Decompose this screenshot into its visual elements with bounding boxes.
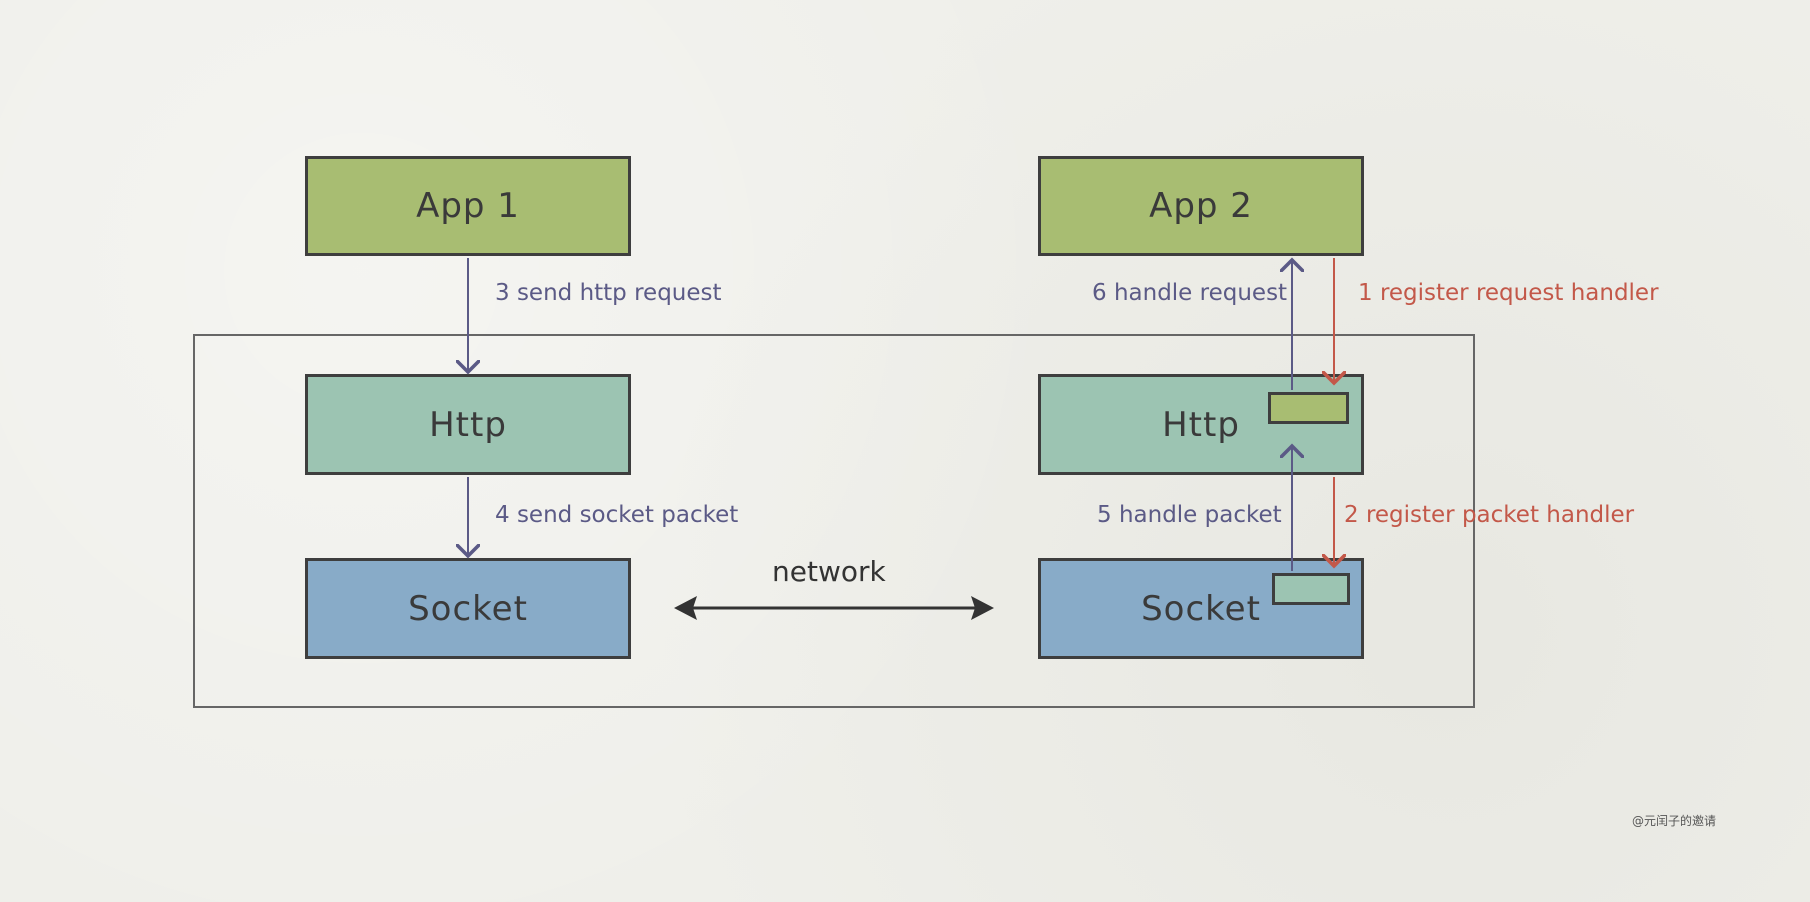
label-send-http-request: 3 send http request (495, 280, 722, 306)
socket2-label: Socket (1141, 588, 1261, 629)
request-handler-slot (1268, 392, 1349, 424)
socket1-box: Socket (305, 558, 631, 659)
label-handle-request: 6 handle request (1092, 280, 1288, 306)
system-boundary-frame (193, 334, 1475, 708)
packet-handler-slot (1272, 573, 1350, 605)
label-register-packet-handler: 2 register packet handler (1344, 502, 1635, 528)
http2-label: Http (1162, 404, 1240, 445)
label-register-request-handler: 1 register request handler (1358, 280, 1659, 306)
app1-label: App 1 (416, 186, 520, 226)
label-network: network (772, 555, 886, 588)
app2-label: App 2 (1149, 186, 1253, 226)
arrow-network-head-left (674, 596, 697, 620)
label-handle-packet: 5 handle packet (1097, 502, 1282, 528)
label-send-socket-packet: 4 send socket packet (495, 502, 739, 528)
watermark: @元闰子的邀请 (1632, 814, 1717, 828)
http1-box: Http (305, 374, 631, 475)
http1-label: Http (429, 404, 507, 445)
app2-box: App 2 (1038, 156, 1364, 256)
http2-box: Http (1038, 374, 1364, 475)
app1-box: App 1 (305, 156, 631, 256)
socket1-label: Socket (408, 588, 528, 629)
arrow-network-head-right (971, 596, 994, 620)
